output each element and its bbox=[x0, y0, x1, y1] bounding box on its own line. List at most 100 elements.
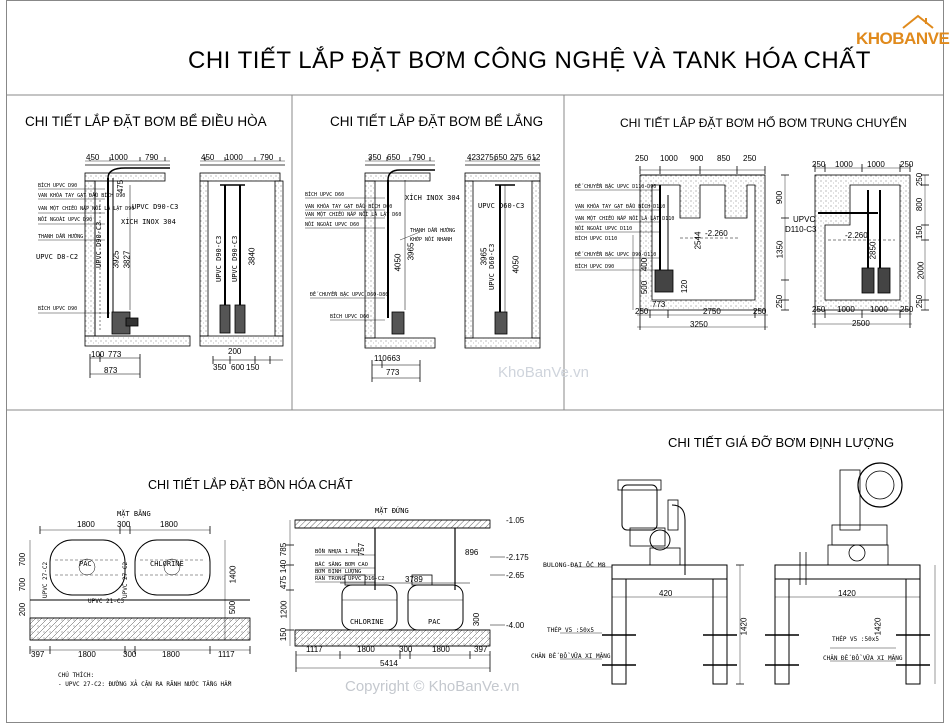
section-title-lang: CHI TIẾT LẮP ĐẶT BƠM BỂ LẮNG bbox=[330, 114, 544, 129]
callout: BÍCH UPVC D90 bbox=[575, 264, 615, 270]
dim: 1000 bbox=[837, 305, 855, 314]
pipe-label: UPVC D60-C3 bbox=[488, 243, 496, 290]
dim: 873 bbox=[104, 366, 118, 375]
callout: VAN MỘT CHIỀU NẮP NỔI LÁ LẬT D60 bbox=[305, 212, 402, 218]
level-mark: -4.00 bbox=[506, 621, 525, 630]
callout: NỐI NGOÀI UPVC D110 bbox=[575, 226, 633, 232]
dim: 800 bbox=[915, 197, 925, 212]
callout: XÍCH INOX 304 bbox=[121, 218, 176, 226]
callout: VAN KHÓA TAY GẠT ĐẦU BÍCH D110 bbox=[575, 204, 666, 210]
callout: BÍCH UPVC D110 bbox=[575, 236, 618, 242]
dim: 4050 bbox=[393, 253, 403, 272]
callout: VAN MỘT CHIỀU NẮP NỔI LÁ LẬT D110 bbox=[575, 216, 675, 222]
section-title-trung-chuyen: CHI TIẾT LẮP ĐẶT BƠM HỐ BƠM TRUNG CHUYỂN bbox=[620, 116, 907, 130]
dim: 5414 bbox=[380, 659, 398, 668]
trung-chuyen-drawings bbox=[575, 164, 929, 330]
dim: 3965 bbox=[479, 247, 489, 266]
dim: 650 bbox=[494, 153, 508, 162]
dim: 1420 bbox=[739, 617, 749, 636]
dim: 397 bbox=[474, 645, 488, 654]
dim: 450 bbox=[201, 153, 215, 162]
lang-drawings bbox=[305, 157, 541, 382]
dim: 500 bbox=[640, 280, 650, 295]
dim: 300 bbox=[399, 645, 413, 654]
dim: 300 bbox=[123, 650, 137, 659]
callout: VAN KHÓA TAY GẠT ĐẦU BÍCH D60 bbox=[305, 204, 393, 210]
callout: BƠM ĐỊNH LƯỢNG bbox=[315, 569, 362, 575]
level-mark: -2.260 bbox=[705, 229, 728, 238]
dim: 1800 bbox=[432, 645, 450, 654]
callout: ĐẾ CHUYỂN BẬC UPVC D110-D90 bbox=[575, 184, 657, 190]
callout: BỒN NHỰA 1 M3 bbox=[315, 549, 359, 555]
copyright-watermark: Copyright © KhoBanVe.vn bbox=[345, 678, 520, 695]
dim: 1400 bbox=[228, 565, 238, 584]
dim: 1420 bbox=[873, 617, 883, 636]
pipe-label: UPVC D90-C3 bbox=[95, 221, 103, 268]
dim: 397 bbox=[31, 650, 45, 659]
dim: 2500 bbox=[852, 319, 870, 328]
dim: 350 bbox=[368, 153, 382, 162]
dim: 700 bbox=[18, 577, 28, 592]
dim: 1350 bbox=[775, 240, 785, 259]
callout: THANH DẪN HƯỚNG bbox=[38, 234, 84, 240]
dim: 773 bbox=[652, 300, 666, 309]
callout: NỐI NGOÀI UPVC D60 bbox=[305, 222, 360, 228]
dim: 790 bbox=[260, 153, 274, 162]
dim: 200 bbox=[228, 347, 242, 356]
dim: 1000 bbox=[870, 305, 888, 314]
dim: 650 bbox=[387, 153, 401, 162]
dim: 600 bbox=[231, 363, 245, 372]
dim: 400 bbox=[640, 257, 650, 272]
callout: BÍCH UPVC D60 bbox=[330, 314, 370, 320]
dim: 1000 bbox=[867, 160, 885, 169]
dim: 1000 bbox=[835, 160, 853, 169]
dim: 4050 bbox=[511, 255, 521, 274]
dim: 500 bbox=[228, 600, 238, 615]
note-title: CHÚ THÍCH: bbox=[58, 672, 95, 679]
dim: 250 bbox=[915, 294, 925, 309]
dim: 250 bbox=[635, 154, 649, 163]
callout: CHÂN ĐẾ ĐỔ VỮA XI MĂNG bbox=[531, 653, 611, 660]
dim: 475 bbox=[116, 179, 126, 194]
view-label: MẶT BẰNG bbox=[117, 510, 151, 518]
dim: 1000 bbox=[110, 153, 128, 162]
dim: 140 bbox=[279, 559, 289, 574]
dim: 757 bbox=[357, 542, 367, 557]
dim: 120 bbox=[680, 279, 690, 294]
callout: BÍCH UPVC D90 bbox=[38, 183, 78, 189]
dim: 3250 bbox=[690, 320, 708, 329]
dim: 700 bbox=[18, 552, 28, 567]
dim: 2544 bbox=[693, 231, 703, 250]
watermark: KhoBanVe.vn bbox=[498, 364, 589, 381]
callout: NỐI NGOÀI UPVC D90 bbox=[38, 217, 93, 223]
callout: VAN MỘT CHIỀU NẮP NỔI LÁ LẬT D90 bbox=[38, 206, 135, 212]
callout: THÉP V5 :50x5 bbox=[832, 636, 879, 643]
dim: 3925 bbox=[111, 250, 121, 269]
dim: 300 bbox=[472, 612, 482, 627]
dim: 2850 bbox=[868, 241, 878, 260]
dim: 2000 bbox=[916, 261, 926, 280]
dim: 773 bbox=[386, 368, 400, 377]
callout: THANH DẪN HƯỚNG bbox=[410, 228, 456, 234]
dim: 900 bbox=[690, 154, 704, 163]
pipe-label: D110-C3 bbox=[785, 225, 817, 234]
section-title-dieu-hoa: CHI TIẾT LẮP ĐẶT BƠM BỂ ĐIỀU HÒA bbox=[25, 114, 267, 129]
dim: 150 bbox=[279, 627, 289, 642]
dim: 250 bbox=[635, 307, 649, 316]
callout: THÉP V5 :50x5 bbox=[547, 627, 594, 634]
dim: 150 bbox=[915, 225, 925, 240]
dim: 250 bbox=[743, 154, 757, 163]
dim: 850 bbox=[717, 154, 731, 163]
callout: ĐẾ CHUYỂN BẬC UPVC D60-D80 bbox=[310, 292, 389, 298]
dim: 1800 bbox=[78, 650, 96, 659]
tank-label: PAC bbox=[79, 560, 92, 568]
pipe-label: UPVC 21-C3 bbox=[88, 598, 125, 605]
callout: BÍCH UPVC D90 bbox=[38, 306, 78, 312]
house-roof-icon bbox=[902, 14, 934, 29]
pipe-label: UPVC D90-C3 bbox=[231, 235, 239, 282]
tank-label: CHLORINE bbox=[150, 560, 184, 568]
dim: 663 bbox=[387, 354, 401, 363]
callout: VAN KHÓA TAY GẠT ĐẦU BÍCH D90 bbox=[38, 193, 126, 199]
page-title: CHI TIẾT LẮP ĐẶT BƠM CÔNG NGHỆ VÀ TANK H… bbox=[188, 47, 871, 74]
